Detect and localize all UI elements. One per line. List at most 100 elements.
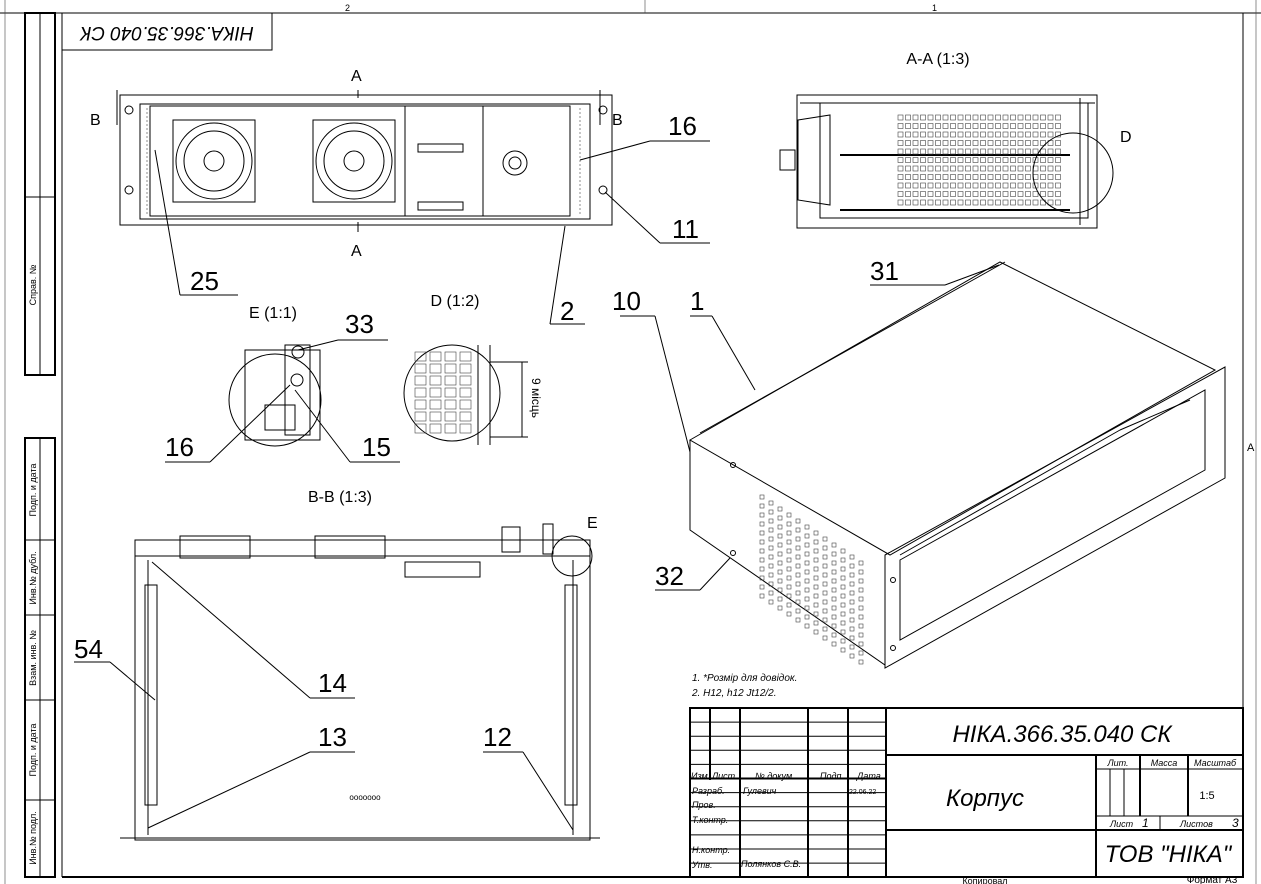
perforation-hole [429,387,442,398]
perforation-hole [957,123,964,129]
perforation-hole [942,199,949,206]
perforation-hole [813,548,819,554]
perforation-hole [920,191,926,197]
perforation-hole [935,114,941,121]
detail-marker: D [1120,129,1132,146]
perforation-hole [950,182,956,189]
perforation-hole [942,140,949,146]
perforation-hole [822,608,828,614]
callout: 10 [612,286,641,316]
perforation-hole [1055,157,1061,163]
role-label: Т.контр. [692,815,728,825]
perforation-hole [927,148,934,155]
developer-name: Гулевич [743,786,777,796]
perforation-hole [813,575,819,581]
perforation-hole [950,165,956,172]
callout: 2 [560,296,574,326]
fan-icon [312,119,396,203]
perforation-hole [858,578,864,584]
perforation-hole [942,182,949,189]
perforation-hole [912,174,919,180]
lit-label: Лит. [1106,758,1128,768]
perforation-hole [777,533,783,539]
perforation-hole [980,174,986,180]
perforation-hole [1032,123,1039,129]
perforation-hole [980,123,986,129]
perforation-hole [1010,157,1016,163]
perforation-hole [1017,165,1024,172]
perforation-hole [987,148,994,155]
perforation-hole [920,165,926,172]
perforation-hole [849,617,855,623]
perforation-hole [849,644,855,650]
perforation-hole [920,157,926,163]
perforation-hole [459,399,472,410]
perforation-hole [813,539,819,545]
perforation-hole [786,539,792,545]
perforation-hole [840,575,846,581]
format-label: Формат А3 [1187,875,1238,884]
perforation-hole [786,521,792,527]
perforation-hole [920,123,926,129]
perforation-hole [920,140,926,146]
perforation-hole [768,545,774,551]
perforation-hole [759,557,765,563]
view-title: D (1:2) [431,293,480,310]
perforation-hole [831,632,837,638]
perforation-hole [1002,199,1009,206]
perforation-hole [980,114,986,121]
detail-d-view [403,344,528,445]
perforation-hole [1040,123,1046,129]
perforation-hole [927,131,934,138]
perforation-hole [1055,123,1061,129]
perforation-hole [813,566,819,572]
perforation-hole [1032,148,1039,155]
perforation-hole [795,590,801,596]
perforation-hole [813,557,819,563]
perforation-hole [858,569,864,575]
perforation-hole [822,617,828,623]
perforation-hole [1025,165,1031,172]
perforation-hole [950,199,956,206]
perforation-hole [786,530,792,536]
perforation-hole [831,569,837,575]
perforation-hole [804,551,810,557]
isometric-view [620,261,1226,669]
perforation-hole [1017,157,1024,163]
perforation-hole [1047,182,1054,189]
perforation-hole [957,114,964,121]
perforation-hole [849,653,855,659]
perforation-hole [965,148,971,155]
perforation-hole [444,423,457,434]
column-header: № докум. [755,771,795,781]
perforation-hole [840,611,846,617]
perforation-hole [858,650,864,656]
perforation-hole [822,599,828,605]
perforation-hole [897,140,904,146]
perforation-hole [795,554,801,560]
perforation-hole [795,518,801,524]
perforation-hole [444,351,457,362]
perforation-hole [972,123,979,129]
perforation-hole [849,572,855,578]
strip-label: Инв.№ подл. [28,811,38,865]
perforation-hole [804,533,810,539]
detail-marker: E [587,515,598,532]
perforation-hole [1010,123,1016,129]
section-aa-view [779,94,1114,229]
column-header: Изм [691,771,708,781]
perforation-hole [957,140,964,146]
callout: 1 [690,286,704,316]
zone-label: A [1247,442,1255,454]
perforation-hole [965,123,971,129]
perforation-hole [429,375,442,386]
perforation-hole [840,566,846,572]
perforation-hole [795,572,801,578]
perforation-hole [1047,165,1054,172]
approver-name: Полянков С.В. [741,859,801,869]
perforation-hole [768,527,774,533]
perforation-hole [804,614,810,620]
perforation-hole [804,623,810,629]
perforation-hole [1032,199,1039,206]
perforation-hole [1025,131,1031,138]
